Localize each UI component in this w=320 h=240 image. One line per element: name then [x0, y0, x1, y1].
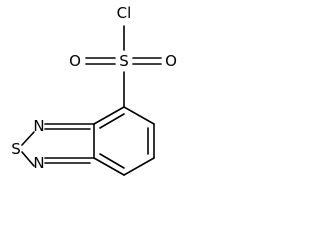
atom-oxygen-right-label: O: [165, 52, 177, 70]
thiadiazole-ring: [21, 123, 95, 167]
atom-oxygen-left-label: O: [69, 52, 81, 70]
benzene-ring: [93, 106, 155, 176]
bond-c7-c7a-inner: [99, 153, 125, 169]
atom-sulfonyl-sulfur-label: S: [119, 52, 129, 70]
bond-c3a-c4-inner: [99, 113, 125, 129]
atom-nitrogen-bottom-label: N: [33, 154, 44, 172]
sulfonyl-chloride-group: [85, 25, 162, 108]
atom-nitrogen-top-label: N: [33, 117, 44, 135]
bond-n-top-s: [21, 131, 35, 146]
bond-c7-c7a: [93, 157, 125, 176]
atom-ring-sulfur-label: S: [11, 140, 21, 158]
atom-chlorine-label: Cl: [117, 4, 132, 22]
bond-c4-c5: [123, 106, 155, 125]
structural-formula: Cl S O O N S N: [11, 4, 177, 176]
bond-c6-c7: [123, 157, 155, 176]
bond-c3a-c4: [93, 106, 125, 125]
bond-s-n-bottom: [21, 151, 35, 167]
